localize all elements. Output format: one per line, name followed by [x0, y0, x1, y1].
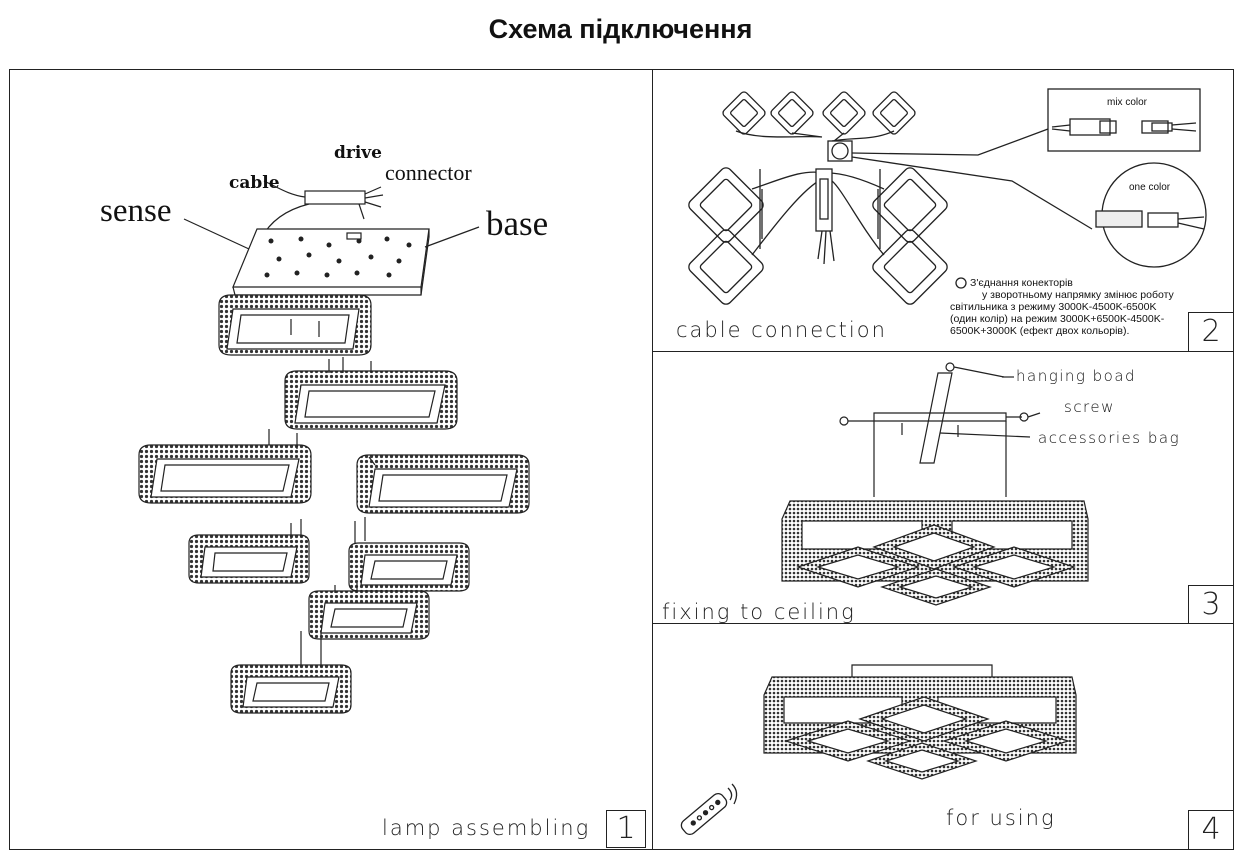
- panel-2-caption: cable connection: [676, 318, 887, 342]
- panel-4-caption: for using: [946, 806, 1056, 830]
- mix-color-label: mix color: [1107, 97, 1148, 108]
- cable-connection-drawing: [688, 88, 1207, 305]
- note-line-4: (один колір) на режим 3000K+6500K-4500K-: [950, 313, 1165, 325]
- label-accessories-bag: accessories bag: [1038, 429, 1181, 447]
- note-line-2: у зворотньому напрямку змінює роботу: [982, 289, 1174, 301]
- ceiling-fixing-drawing: [781, 362, 1089, 606]
- label-connector: connector: [385, 160, 472, 185]
- panel-1-number: 1: [606, 810, 646, 848]
- note-line-5: 6500K+3000K (ефект двох кольорів).: [950, 325, 1130, 337]
- panel-2-number: 2: [1188, 312, 1234, 352]
- for-using-drawing: [763, 664, 1077, 780]
- lamp-assembly-drawing: [138, 180, 530, 714]
- page-title: Схема підключення: [488, 14, 753, 44]
- label-cable: cable: [229, 173, 280, 193]
- connector-note: З'єднання конекторів у зворотньому напря…: [950, 277, 1210, 337]
- one-color-label: one color: [1129, 182, 1171, 193]
- panel-1-caption: lamp assembling: [382, 816, 591, 840]
- remote-control-icon: [680, 783, 738, 836]
- note-line-1: З'єднання конекторів: [970, 277, 1073, 289]
- label-hanging-board: hanging boad: [1016, 367, 1137, 385]
- panel-3-caption: fixing to ceiling: [662, 600, 856, 624]
- panel-4-number: 4: [1188, 810, 1234, 850]
- panel-4-frame: [652, 623, 1234, 850]
- label-base: base: [486, 204, 549, 243]
- note-line-3: світильника з режиму 3000K-4500K-6500K: [950, 301, 1157, 313]
- label-sense: sense: [100, 193, 172, 229]
- panel-3-number: 3: [1188, 585, 1234, 624]
- label-screw: screw: [1064, 398, 1115, 416]
- label-drive: drive: [334, 143, 382, 163]
